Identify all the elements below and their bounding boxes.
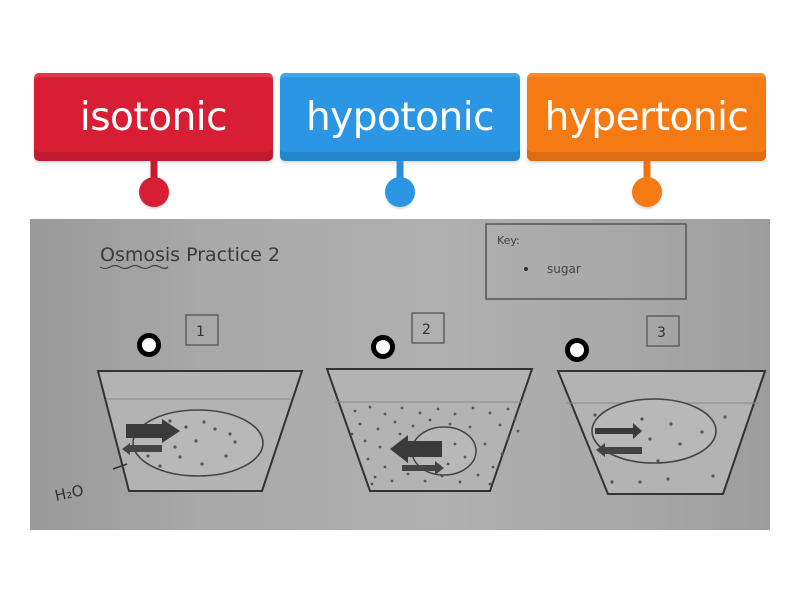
key-box [485, 223, 687, 300]
label-hypertonic[interactable]: hypertonic [527, 73, 766, 207]
label-connector [643, 161, 650, 181]
label-text: hypotonic [305, 94, 495, 140]
beaker-1: H₂O [53, 370, 304, 505]
label-hypotonic[interactable]: hypotonic [280, 73, 520, 207]
worksheet-title: Osmosis Practice 2 [100, 244, 280, 266]
drop-target-pin-3[interactable] [565, 338, 589, 362]
drop-target-pin-2[interactable] [371, 335, 395, 359]
beaker-3 [556, 370, 767, 495]
label-connector [396, 161, 404, 181]
label-knob [631, 177, 662, 207]
beaker-number-2: 2 [422, 322, 431, 338]
sugar-dot-icon [524, 267, 528, 271]
label-text: hypertonic [544, 94, 749, 140]
label-connector [150, 161, 157, 181]
worksheet-image: Osmosis Practice 2 Key: sugar 1 2 3 [30, 219, 770, 530]
osmosis-diagram: Osmosis Practice 2 Key: sugar 1 2 3 [53, 223, 767, 505]
label-text: isotonic [79, 94, 228, 140]
beaker-number-1: 1 [196, 324, 205, 340]
label-isotonic[interactable]: isotonic [34, 73, 273, 207]
label-knob [138, 177, 169, 207]
drop-target-pin-1[interactable] [137, 333, 161, 357]
h2o-label: H₂O [53, 481, 85, 505]
label-knob [385, 177, 415, 207]
key-label: Key: [497, 234, 520, 247]
beaker-2 [325, 368, 534, 492]
key-item: sugar [547, 262, 581, 276]
beaker-number-3: 3 [657, 325, 666, 341]
